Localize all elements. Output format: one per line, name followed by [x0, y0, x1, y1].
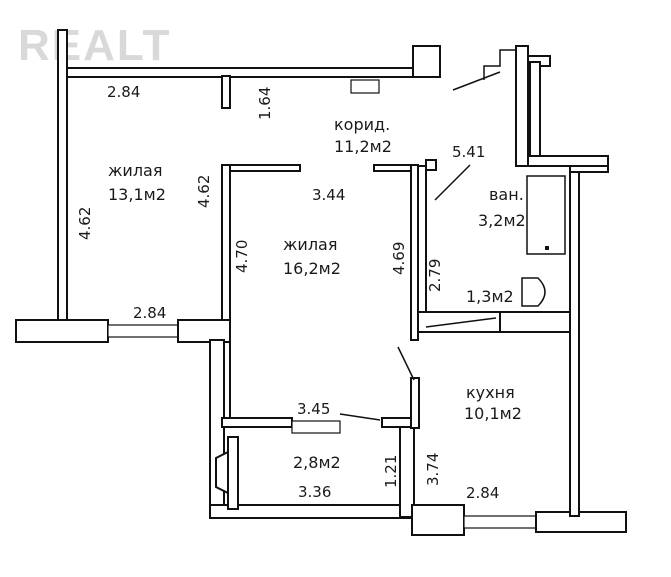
room-loggia-area: 2,8м2: [293, 453, 341, 472]
wall-living2-bottom: [221, 417, 293, 428]
dim-541: 5.41: [452, 143, 485, 161]
dim-279: 2.79: [426, 259, 444, 292]
dim-344: 3.44: [312, 186, 345, 204]
wall-kitchen-bottom-left: [411, 504, 465, 536]
wall-right: [569, 167, 580, 517]
dim-374: 3.74: [424, 453, 442, 486]
room-living1-name: жилая: [108, 161, 162, 180]
wall-kitchen-bottom-right: [535, 511, 627, 533]
watermark-logo: REALT: [18, 21, 171, 70]
room-corridor-name: корид.: [334, 115, 390, 134]
fixtures: [521, 175, 566, 307]
door-entrance: [452, 71, 501, 91]
room-kitchen-area: 10,1м2: [464, 404, 522, 423]
wall-left: [57, 29, 68, 325]
wall-bath-bottom-right: [499, 311, 571, 333]
bathtub-drain: [545, 246, 549, 250]
dim-345: 3.45: [297, 400, 330, 418]
room-labels: жилая 13,1м2 корид. 11,2м2 жилая 16,2м2 …: [108, 115, 526, 472]
room-living2-name: жилая: [283, 235, 337, 254]
window-kitchen: [463, 515, 537, 529]
bathtub: [526, 175, 566, 255]
loggia-bay: [215, 450, 229, 495]
shaft-outline: [483, 49, 516, 80]
room-living2-area: 16,2м2: [283, 259, 341, 278]
wall-stub-164: [221, 75, 231, 109]
room-corridor-area: 11,2м2: [334, 137, 392, 156]
wall-kitchen-left: [410, 377, 420, 429]
room-kitchen-name: кухня: [466, 383, 515, 402]
dim-470: 4.70: [233, 240, 251, 273]
walls: [15, 29, 627, 536]
dim-462-mid: 4.62: [195, 175, 213, 208]
wall-top-right-stub: [412, 45, 441, 78]
room-living1-area: 13,1м2: [108, 185, 166, 204]
door-wc: [425, 317, 497, 328]
door-loggia: [339, 413, 381, 421]
door-lines: [339, 71, 501, 421]
dim-164: 1.64: [256, 87, 274, 120]
dim-bottom-284: 2.84: [466, 484, 499, 502]
wall-loggia-bottom: [209, 504, 411, 519]
room-wc-area: 1,3м2: [466, 287, 514, 306]
door-bath: [434, 164, 471, 201]
dimension-labels: 2.84 1.64 5.41 4.62 4.62 3.44 4.70 4.69 …: [76, 83, 499, 502]
wall-shaft-bottom: [527, 155, 609, 167]
wall-living2-right: [410, 164, 419, 341]
door-kitchen: [397, 346, 415, 381]
dim-mid-284: 2.84: [133, 304, 166, 322]
dim-462-left: 4.62: [76, 207, 94, 240]
top-niche: [350, 79, 380, 94]
shaft-wall-left: [515, 45, 529, 167]
shaft-wall-right: [529, 61, 541, 167]
wall-bottom-mid: [177, 319, 231, 343]
toilet: [521, 277, 546, 307]
wall-loggia-left: [209, 339, 225, 519]
dim-top-284: 2.84: [107, 83, 140, 101]
wall-bath-corner: [425, 159, 437, 171]
room-bath-area: 3,2м2: [478, 211, 526, 230]
wall-top: [57, 67, 441, 78]
room-bath-name: ван.: [489, 185, 524, 204]
wall-loggia-right: [399, 426, 415, 518]
wall-living2-top-left: [229, 164, 301, 172]
dim-469: 4.69: [390, 242, 408, 275]
wall-bath-left: [417, 165, 427, 313]
wall-bottom-left: [15, 319, 109, 343]
window-living2: [291, 420, 341, 434]
dim-336: 3.36: [298, 483, 331, 501]
window-living1: [107, 324, 179, 338]
dim-121: 1.21: [382, 455, 400, 488]
loggia-inner-left: [227, 436, 239, 510]
